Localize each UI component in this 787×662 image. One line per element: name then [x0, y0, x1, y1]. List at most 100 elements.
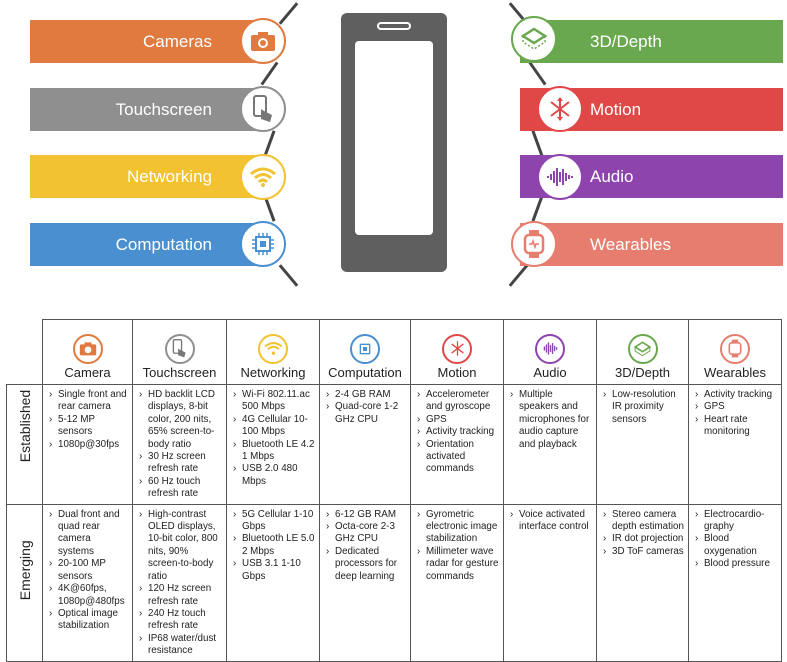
list-item: USB 2.0 480 Mbps: [233, 463, 316, 488]
list-item: Bluetooth LE 4.2 1 Mbps: [233, 439, 316, 464]
table-cell: 6-12 GB RAMOcta-core 2-3 GHz CPUDedicate…: [319, 503, 411, 662]
list-item: IP68 water/dust resistance: [139, 633, 223, 658]
table-cell: Voice activated interface control: [503, 503, 597, 662]
bullet-list: Stereo camera depth estimationIR dot pro…: [603, 509, 685, 559]
list-item: HD backlit LCD displays, 8-bit color, 20…: [139, 389, 223, 451]
bullet-list: Activity trackingGPSHeart rate monitorin…: [695, 389, 778, 439]
bullet-list: 2-4 GB RAMQuad-core 1-2 GHz CPU: [326, 389, 407, 426]
column-header-networking: Networking: [226, 319, 320, 385]
bullet-list: Wi-Fi 802.11.ac 500 Mbps4G Cellular 10-1…: [233, 389, 316, 488]
list-item: Quad-core 1-2 GHz CPU: [326, 401, 407, 426]
motion-icon: [537, 86, 583, 132]
column-label: Computation: [328, 364, 402, 380]
chip-icon: [240, 221, 286, 267]
list-item: Accelerometer and gyroscope: [417, 389, 500, 414]
connector-line: [263, 130, 276, 157]
bullet-list: Gyrometric electronic image stabilizatio…: [417, 509, 500, 583]
camera-icon: [240, 18, 286, 64]
connector-line: [278, 2, 299, 25]
list-item: 5G Cellular 1-10 Gbps: [233, 509, 316, 534]
table-cell: Accelerometer and gyroscopeGPSActivity t…: [410, 384, 504, 505]
table-cell: 2-4 GB RAMQuad-core 1-2 GHz CPU: [319, 384, 411, 505]
list-item: USB 3.1 1-10 Gbps: [233, 558, 316, 583]
list-item: High-contrast OLED displays, 10-bit colo…: [139, 509, 223, 583]
list-item: IR dot projection: [603, 533, 685, 546]
bullet-list: Multiple speakers and microphones for au…: [510, 389, 593, 451]
feature-comparison-table: Camera Touchscreen Networking Computatio…: [6, 319, 782, 662]
list-item: Heart rate monitoring: [695, 414, 778, 439]
column-header-wearables: Wearables: [688, 319, 782, 385]
watch-icon: [720, 333, 750, 364]
list-item: 6-12 GB RAM: [326, 509, 407, 522]
feature-band-networking: Networking: [30, 155, 270, 198]
list-item: Voice activated interface control: [510, 509, 593, 534]
column-label: 3D/Depth: [615, 364, 670, 380]
column-label: Audio: [533, 364, 567, 380]
bullet-list: Voice activated interface control: [510, 509, 593, 534]
table-cell: Low-resolution IR proximity sensors: [596, 384, 689, 505]
list-item: Octa-core 2-3 GHz CPU: [326, 521, 407, 546]
connector-line: [278, 264, 299, 287]
bullet-list: Accelerometer and gyroscopeGPSActivity t…: [417, 389, 500, 476]
list-item: Optical image stabilization: [49, 608, 129, 633]
bullet-list: Single front and rear camera5-12 MP sens…: [49, 389, 129, 451]
list-item: Bluetooth LE 5.0 2 Mbps: [233, 533, 316, 558]
table-cell: Activity trackingGPSHeart rate monitorin…: [688, 384, 782, 505]
feature-band-touchscreen: Touchscreen: [30, 88, 270, 131]
list-item: Gyrometric electronic image stabilizatio…: [417, 509, 500, 546]
table-cell: 5G Cellular 1-10 GbpsBluetooth LE 5.0 2 …: [226, 503, 320, 662]
list-item: 60 Hz touch refresh rate: [139, 476, 223, 501]
column-label: Motion: [437, 364, 477, 380]
list-item: 30 Hz screen refresh rate: [139, 451, 223, 476]
feature-band-cameras: Cameras: [30, 20, 270, 63]
touch-icon: [164, 333, 195, 364]
list-item: 120 Hz screen refresh rate: [139, 583, 223, 608]
table-row: EstablishedSingle front and rear camera5…: [6, 384, 782, 505]
feature-band-3d-depth: 3D/Depth: [520, 20, 783, 63]
table-cell: High-contrast OLED displays, 10-bit colo…: [132, 503, 227, 662]
table-cell: Dual front and quad rear camera systems2…: [42, 503, 133, 662]
connector-line: [528, 61, 547, 86]
table-cell: Gyrometric electronic image stabilizatio…: [410, 503, 504, 662]
list-item: Single front and rear camera: [49, 389, 129, 414]
table-cell: Electrocardio-graphyBlood oxygenationBlo…: [688, 503, 782, 662]
bullet-list: 5G Cellular 1-10 GbpsBluetooth LE 5.0 2 …: [233, 509, 316, 583]
connector-line: [531, 130, 544, 157]
audio-wave-icon: [535, 333, 565, 364]
list-item: 3D ToF cameras: [603, 546, 685, 559]
list-item: Activity tracking: [417, 426, 500, 439]
chip-icon: [350, 333, 380, 364]
column-label: Camera: [64, 364, 111, 380]
phone-speaker: [377, 22, 411, 30]
list-item: Millimeter wave radar for gesture comman…: [417, 546, 500, 583]
table-corner: [7, 320, 43, 385]
feature-band-wearables: Wearables: [520, 223, 783, 266]
list-item: Multiple speakers and microphones for au…: [510, 389, 593, 451]
list-item: 4G Cellular 10-100 Mbps: [233, 414, 316, 439]
column-header-3d-depth: 3D/Depth: [596, 319, 689, 385]
motion-icon: [442, 333, 472, 364]
bullet-list: Electrocardio-graphyBlood oxygenationBlo…: [695, 509, 778, 571]
table-cell: Multiple speakers and microphones for au…: [503, 384, 597, 505]
list-item: Dedicated processors for deep learning: [326, 546, 407, 583]
list-item: 1080p@30fps: [49, 439, 129, 452]
row-label: Established: [6, 384, 43, 505]
bullet-list: 6-12 GB RAMOcta-core 2-3 GHz CPUDedicate…: [326, 509, 407, 583]
list-item: 2-4 GB RAM: [326, 389, 407, 402]
list-item: 20-100 MP sensors: [49, 558, 129, 583]
table-cell: HD backlit LCD displays, 8-bit color, 20…: [132, 384, 227, 505]
connector-line: [531, 195, 544, 222]
cube-icon: [511, 16, 557, 62]
column-header-audio: Audio: [503, 319, 597, 385]
touch-icon: [240, 86, 286, 132]
list-item: Electrocardio-graphy: [695, 509, 778, 534]
smartphone-illustration: [341, 13, 447, 272]
column-header-computation: Computation: [319, 319, 411, 385]
column-header-touchscreen: Touchscreen: [132, 319, 227, 385]
feature-band-computation: Computation: [30, 223, 270, 266]
list-item: Blood pressure: [695, 558, 778, 571]
connector-line: [260, 61, 279, 86]
wifi-icon: [258, 333, 288, 364]
list-item: 240 Hz touch refresh rate: [139, 608, 223, 633]
cube-icon: [627, 333, 658, 364]
